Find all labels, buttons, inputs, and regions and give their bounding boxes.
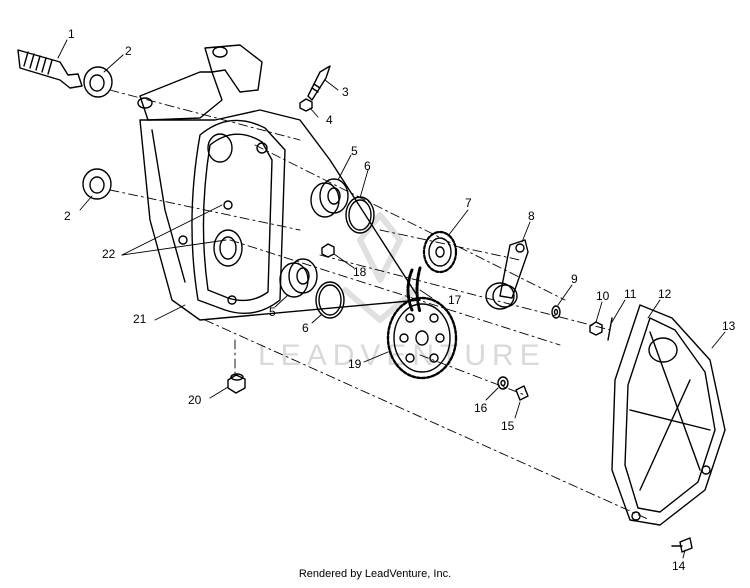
callout-2a: 2 bbox=[125, 44, 132, 58]
callout-13: 13 bbox=[722, 319, 736, 333]
assembly-lines bbox=[109, 89, 651, 521]
callout-19: 19 bbox=[348, 357, 362, 371]
bearing-lower bbox=[279, 258, 318, 298]
callout-labels: 1 2 2 3 4 5 5 6 6 7 8 9 10 11 12 13 14 1… bbox=[64, 27, 736, 573]
callout-8: 8 bbox=[528, 209, 535, 223]
bearing-upper bbox=[310, 178, 349, 218]
chaincase-cover bbox=[611, 304, 726, 526]
watermark-text: LEADVENTURE bbox=[258, 339, 546, 372]
callout-1: 1 bbox=[68, 27, 75, 41]
callout-20: 20 bbox=[188, 393, 202, 407]
callout-6a: 6 bbox=[364, 159, 371, 173]
callout-2b: 2 bbox=[64, 209, 71, 223]
callout-6b: 6 bbox=[302, 321, 309, 335]
cotter-pin bbox=[607, 317, 613, 341]
tensioner-arm bbox=[485, 239, 529, 310]
callout-17: 17 bbox=[448, 293, 462, 307]
callout-21: 21 bbox=[133, 312, 147, 326]
callout-5a: 5 bbox=[351, 144, 358, 158]
callout-18: 18 bbox=[353, 265, 367, 279]
callout-15: 15 bbox=[501, 419, 515, 433]
callout-4: 4 bbox=[326, 113, 333, 127]
o-ring-upper bbox=[345, 196, 375, 234]
chaincase-housing bbox=[137, 44, 421, 321]
hex-nut bbox=[321, 243, 335, 258]
callout-10: 10 bbox=[596, 289, 610, 303]
callout-12: 12 bbox=[658, 287, 672, 301]
top-sprocket bbox=[422, 230, 458, 274]
lock-nut bbox=[589, 321, 603, 336]
oil-seal-lower bbox=[82, 168, 112, 200]
o-ring-lower bbox=[315, 281, 345, 319]
callout-7: 7 bbox=[465, 196, 472, 210]
callout-16: 16 bbox=[474, 401, 488, 415]
callout-9: 9 bbox=[571, 272, 578, 286]
oil-seal-upper bbox=[83, 66, 113, 98]
cover-bolt bbox=[671, 537, 693, 553]
callout-3: 3 bbox=[342, 85, 349, 99]
jam-nut bbox=[299, 98, 313, 112]
drive-shaft bbox=[17, 49, 83, 89]
render-credit: Rendered by LeadVenture, Inc. bbox=[298, 568, 452, 580]
drain-plug bbox=[227, 373, 246, 394]
callout-5b: 5 bbox=[269, 305, 276, 319]
callout-22: 22 bbox=[102, 247, 116, 261]
sprocket-bolt bbox=[515, 385, 529, 401]
adjuster-bolt bbox=[307, 65, 331, 101]
bottom-sprocket bbox=[386, 296, 458, 380]
flat-washer bbox=[551, 305, 561, 319]
callout-11: 11 bbox=[624, 287, 637, 301]
sprocket-washer bbox=[497, 376, 509, 390]
callout-14: 14 bbox=[672, 559, 686, 573]
leader-lines bbox=[57, 39, 726, 559]
watermark-logo bbox=[342, 212, 418, 323]
